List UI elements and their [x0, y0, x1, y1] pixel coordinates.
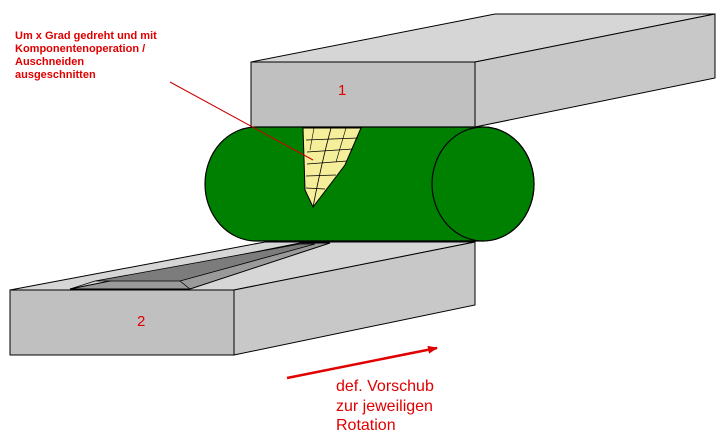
upper-block — [250, 13, 716, 128]
arrow-right-icon — [286, 345, 438, 380]
lower-block-front — [9, 289, 235, 356]
groove-inner — [94, 243, 316, 282]
roller — [204, 126, 535, 242]
cut-pattern — [302, 127, 362, 208]
upper-block-front — [250, 61, 476, 128]
annotation-leader — [169, 81, 314, 161]
feed-line-1: def. Vorschub — [336, 378, 434, 395]
lower-block-label: 2 — [137, 313, 145, 330]
annotation-line-2: Komponentenoperation / — [15, 43, 145, 55]
feed-line-2: zur jeweiligen — [336, 398, 433, 415]
annotation-line-1: Um x Grad gedreht und mit — [15, 30, 157, 42]
feed-text: def. Vorschub zur jeweiligen Rotation — [336, 378, 438, 434]
annotation-text: Um x Grad gedreht und mit Komponentenope… — [15, 30, 160, 81]
cut-pattern-fill — [302, 127, 362, 208]
roller-end-face — [431, 126, 535, 242]
upper-block-label: 1 — [338, 82, 346, 99]
annotation-line-4: ausgeschnitten — [15, 69, 96, 81]
lower-block — [9, 241, 476, 356]
feed-line-3: Rotation — [336, 417, 396, 434]
annotation-line-3: Auschneiden — [15, 56, 84, 68]
